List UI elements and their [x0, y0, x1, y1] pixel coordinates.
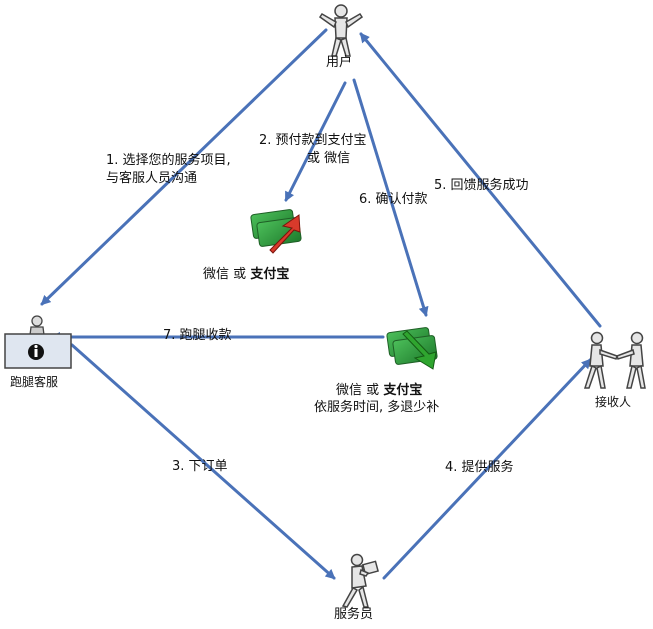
- node-label-support: 跑腿客服: [10, 375, 59, 389]
- step-label-2-line1: 2. 预付款到支付宝: [259, 133, 367, 148]
- settle-note: 依服务时间, 多退少补: [314, 400, 440, 415]
- step-label-4: 4. 提供服务: [445, 460, 514, 475]
- settle-payment-methods: 微信 或 支付宝: [336, 382, 422, 399]
- prepay-or: 或: [233, 267, 247, 282]
- node-label-courier: 服务员: [334, 607, 374, 622]
- prepay-payment-methods: 微信 或 支付宝: [203, 266, 289, 283]
- step-label-6: 6. 确认付款: [359, 192, 428, 207]
- arrow-step6: [352, 78, 429, 317]
- arrow-step3: [70, 343, 336, 580]
- arrow-step1: [40, 28, 328, 306]
- arrow-step5: [359, 32, 602, 328]
- step-label-5: 5. 回馈服务成功: [434, 178, 529, 193]
- step-label-1-line2: 与客服人员沟通: [106, 171, 198, 186]
- user-figure-icon: [318, 4, 364, 57]
- settle-or: 或: [366, 383, 380, 398]
- arrow-step2: [284, 81, 347, 202]
- receiver-handshake-icon: [583, 331, 646, 389]
- node-label-user: 用户: [326, 55, 353, 70]
- settle-money-icon: [386, 327, 438, 370]
- step-label-1-line1: 1. 选择您的服务项目,: [106, 153, 231, 168]
- settle-method-wechat: 微信: [336, 383, 363, 398]
- prepay-method-wechat: 微信: [203, 267, 230, 282]
- step-label-3: 3. 下订单: [172, 459, 228, 474]
- courier-figure-icon: [341, 553, 379, 608]
- settle-method-alipay: 支付宝: [383, 383, 423, 398]
- prepay-money-icon: [250, 209, 302, 254]
- prepay-method-alipay: 支付宝: [250, 267, 290, 282]
- step-label-7: 7. 跑腿收款: [163, 328, 232, 343]
- step-label-2-line2: 或 微信: [307, 151, 351, 166]
- arrow-step4: [382, 358, 592, 580]
- node-label-receiver: 接收人: [595, 395, 632, 409]
- support-desk-icon: [4, 315, 72, 369]
